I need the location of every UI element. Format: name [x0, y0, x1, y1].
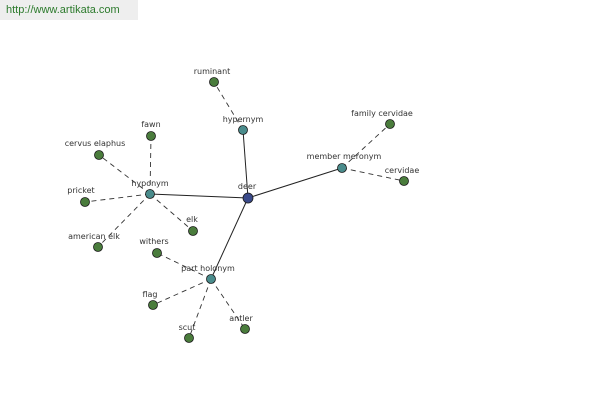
edge-part-holonym-flag [152, 278, 212, 306]
edge-member-meronym-family-cervidae [341, 123, 391, 169]
node-label-hyponym: hyponym [131, 179, 169, 188]
node-flag[interactable] [148, 300, 158, 310]
edge-hyponym-pricket [84, 193, 151, 203]
node-pricket[interactable] [80, 197, 90, 207]
edge-hyponym-american-elk [97, 193, 151, 248]
node-label-cervidae: cervidae [385, 166, 420, 175]
node-hypernym[interactable] [238, 125, 248, 135]
node-hyponym[interactable] [145, 189, 155, 199]
node-member-meronym[interactable] [337, 163, 347, 173]
node-label-ruminant: ruminant [194, 67, 231, 76]
node-antler[interactable] [240, 324, 250, 334]
edge-deer-hyponym [149, 193, 249, 199]
edge-deer-hypernym [242, 129, 249, 199]
node-scut[interactable] [184, 333, 194, 343]
edge-part-holonym-withers [156, 252, 212, 280]
node-label-hypernym: hypernym [223, 115, 264, 124]
node-cervidae[interactable] [399, 176, 409, 186]
node-label-member-meronym: member meronym [307, 152, 382, 161]
node-label-part-holonym: part holonym [181, 264, 235, 273]
edge-part-holonym-antler [210, 278, 246, 330]
node-label-family-cervidae: family cervidae [351, 109, 413, 118]
node-label-elk: elk [186, 215, 198, 224]
edge-hyponym-elk [149, 193, 194, 232]
edge-hyponym-cervus-elaphus [98, 154, 151, 195]
edge-member-meronym-cervidae [341, 167, 405, 182]
edge-deer-member-meronym [247, 167, 343, 199]
node-label-american-elk: american elk [68, 232, 120, 241]
node-label-scut: scut [179, 323, 196, 332]
node-label-antler: antler [229, 314, 253, 323]
edge-part-holonym-scut [188, 278, 212, 339]
node-part-holonym[interactable] [206, 274, 216, 284]
node-label-fawn: fawn [141, 120, 160, 129]
node-american-elk[interactable] [93, 242, 103, 252]
node-deer[interactable] [242, 192, 254, 204]
node-family-cervidae[interactable] [385, 119, 395, 129]
node-cervus-elaphus[interactable] [94, 150, 104, 160]
source-bar: http://www.artikata.com [0, 0, 138, 20]
edge-hyponym-fawn [149, 135, 152, 195]
edge-hypernym-ruminant [213, 81, 244, 131]
node-label-cervus-elaphus: cervus elaphus [65, 139, 126, 148]
node-label-flag: flag [142, 290, 157, 299]
source-link[interactable]: http://www.artikata.com [6, 4, 120, 16]
node-ruminant[interactable] [209, 77, 219, 87]
node-withers[interactable] [152, 248, 162, 258]
node-label-withers: withers [139, 237, 168, 246]
edge-deer-part-holonym [210, 197, 249, 280]
node-label-deer: deer [238, 182, 257, 191]
node-label-pricket: pricket [67, 186, 94, 195]
node-elk[interactable] [188, 226, 198, 236]
node-fawn[interactable] [146, 131, 156, 141]
